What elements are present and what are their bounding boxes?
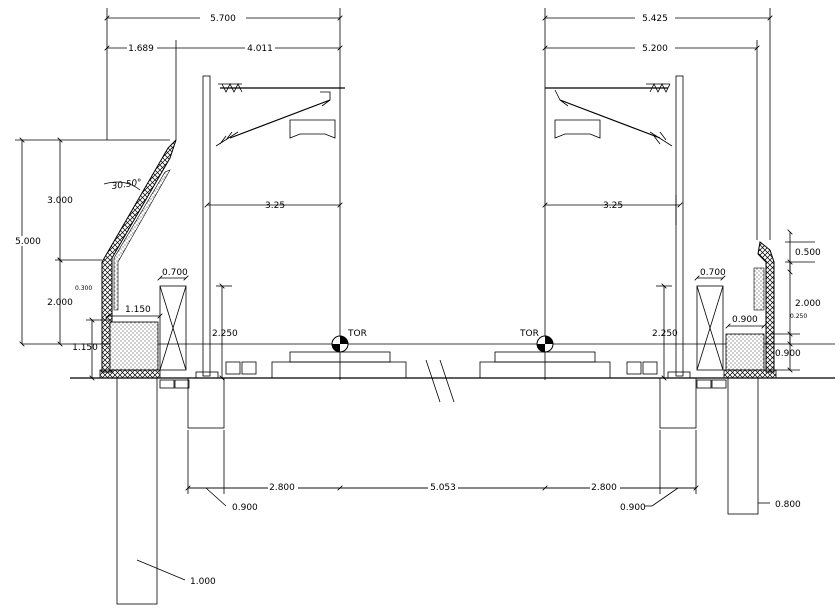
- dim-left-top-total: 5.700: [210, 14, 236, 24]
- dim-right-top-total: 5.425: [642, 14, 668, 24]
- break-symbol: [425, 359, 455, 403]
- right-top-dimensions: 5.425 5.200: [545, 8, 770, 380]
- dim-right-wall-h: 2.000: [795, 299, 821, 309]
- dim-left-platform: 1.150: [125, 305, 151, 315]
- right-retaining-wall: 0.800 0.500 2.000 0.250 0.900 0.900: [723, 232, 821, 515]
- dim-left-top-b: 4.011: [247, 44, 273, 54]
- right-track: TOR: [479, 329, 611, 379]
- left-height-dimensions: 5.000 3.000 2.000 1.150 0.300 1.150: [15, 140, 170, 378]
- dim-bottom-right-found: 0.900: [620, 503, 646, 513]
- left-top-dimensions: 5.700 1.689 4.011: [107, 8, 340, 380]
- right-mast: 3.25 2.250 0.700: [545, 75, 727, 429]
- dim-left-cant: 3.25: [265, 201, 285, 211]
- bottom-dimensions: 2.800 5.053 2.800 0.900 0.900: [188, 430, 696, 513]
- tor-left-label: TOR: [347, 329, 367, 339]
- dim-pile-left: 1.000: [190, 577, 216, 587]
- dim-right-wall-small: 0.250: [790, 313, 807, 320]
- dim-right-wall-w: 0.900: [732, 315, 758, 325]
- dim-right-top-small: 0.500: [795, 248, 821, 258]
- dim-bottom-left: 2.800: [269, 483, 295, 493]
- dim-left-small: 0.300: [75, 285, 92, 292]
- dim-pile-right: 0.800: [775, 500, 801, 510]
- left-mast: 0.700 2.250 3.25: [159, 75, 345, 429]
- left-retaining-wall: 30.50° 1.000: [99, 139, 216, 605]
- dim-right-cant: 3.25: [603, 201, 623, 211]
- dim-left-top-a: 1.689: [128, 44, 154, 54]
- dim-left-mast-h: 2.250: [212, 329, 238, 339]
- dim-right-wall-base: 0.900: [775, 349, 801, 359]
- dim-left-col-w: 0.700: [162, 268, 188, 278]
- dim-bottom-left-found: 0.900: [232, 503, 258, 513]
- dim-right-top-b: 5.200: [642, 44, 668, 54]
- left-track: TOR: [271, 329, 407, 379]
- left-column-box: [159, 285, 187, 371]
- tor-right-label: TOR: [519, 329, 539, 339]
- dim-left-mid: 2.000: [47, 298, 73, 308]
- dim-right-mast-h: 2.250: [652, 329, 678, 339]
- dim-bottom-mid: 5.053: [430, 483, 456, 493]
- dim-left-upper: 3.000: [47, 196, 73, 206]
- left-slope-angle: 30.50°: [111, 178, 142, 192]
- dim-left-height-total: 5.000: [15, 237, 41, 247]
- right-column-box: [696, 285, 724, 371]
- dim-right-col-w: 0.700: [700, 268, 726, 278]
- dim-left-low: 1.150: [72, 343, 98, 353]
- dim-bottom-right: 2.800: [591, 483, 617, 493]
